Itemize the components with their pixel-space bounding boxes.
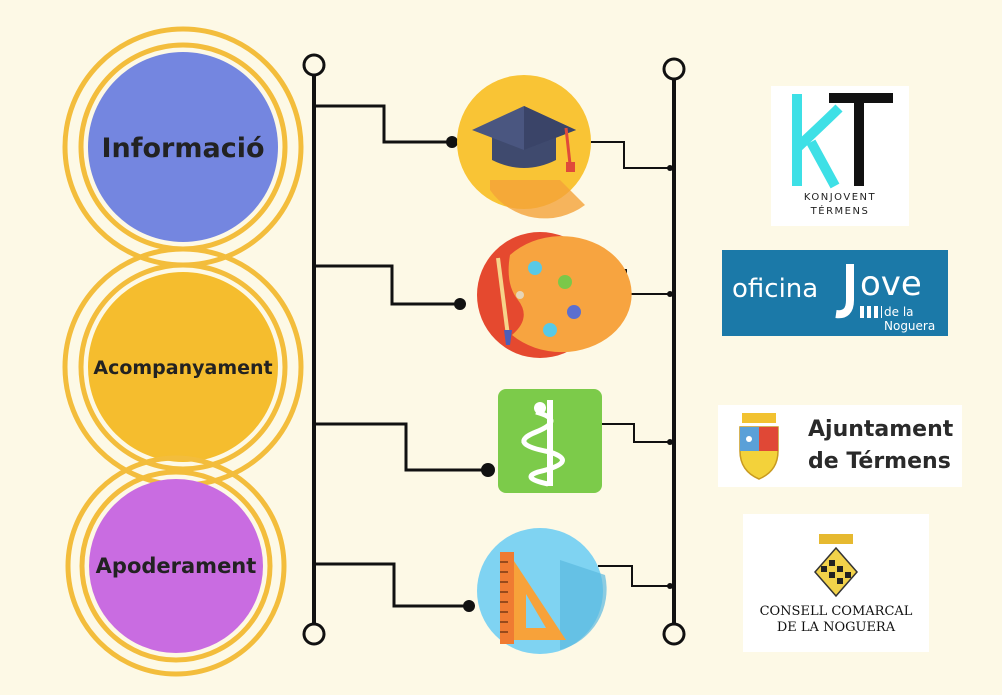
circle-label-acompanyament: Acompanyament [93,357,272,379]
oficina-jove-word1: oficina [732,274,819,304]
circle-apoderament: Apoderament [65,455,287,677]
oficina-jove-logo: oficina ove de la Noguera [722,250,948,336]
circle-informacio: Informació [62,26,304,268]
consell-coat-of-arms [814,534,858,598]
medical-caduceus-icon [498,389,602,493]
ajuntament-coat-of-arms [739,413,779,480]
kt-line1: KONJOVENT [803,192,877,203]
oficina-jove-sub: de la Noguera [884,305,936,333]
connector-lines-left [314,104,486,608]
konjovent-termens-logo: KT KONJOVENT TÉRMENS [771,86,909,226]
kt-letters-graphic [792,93,893,189]
kt-line2: TÉRMENS [810,206,870,217]
consell-line1: CONSELL COMARCAL [759,604,913,619]
ajuntament-line2: de Térmens [808,449,951,474]
right-connector [662,57,686,646]
oficina-jove-bars [860,306,882,318]
art-palette-icon [477,232,632,358]
circle-label-informacio: Informació [101,133,264,164]
circle-label-apoderament: Apoderament [96,554,257,578]
circle-acompanyament: Acompanyament [62,246,304,488]
connector-dots-left [446,136,495,612]
ruler-set-square-icon [477,528,607,654]
left-connector [302,53,326,646]
consell-comarcal-logo: CONSELL COMARCAL DE LA NOGUERA [743,514,929,652]
consell-line2: DE LA NOGUERA [776,620,896,635]
oficina-jove-word2: ove [860,264,922,304]
ajuntament-termens-logo: Ajuntament de Térmens [718,405,962,487]
graduation-cap-icon [457,75,591,219]
oficina-jove-j-mark [835,264,854,319]
ajuntament-line1: Ajuntament [808,417,954,442]
connector-dots-right [667,165,673,589]
